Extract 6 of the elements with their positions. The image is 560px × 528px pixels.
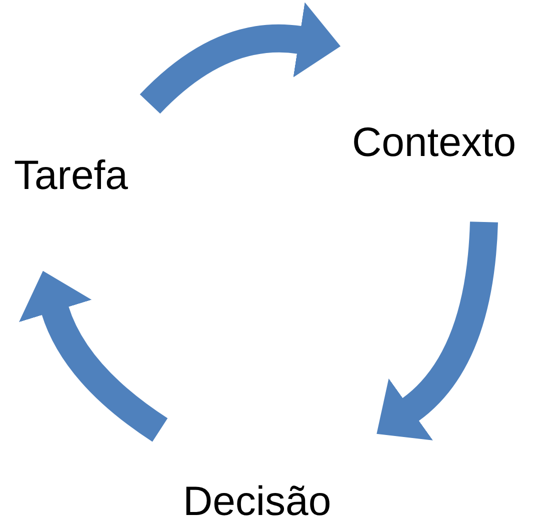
curved-arrow [140, 2, 341, 114]
cycle-step-label: Contexto [336, 38, 556, 260]
curved-arrow [19, 271, 168, 442]
cycle-step-label: Decisão [158, 428, 386, 528]
curved-arrow [378, 221, 498, 440]
cycle-step-label: Tarefa [14, 52, 200, 274]
